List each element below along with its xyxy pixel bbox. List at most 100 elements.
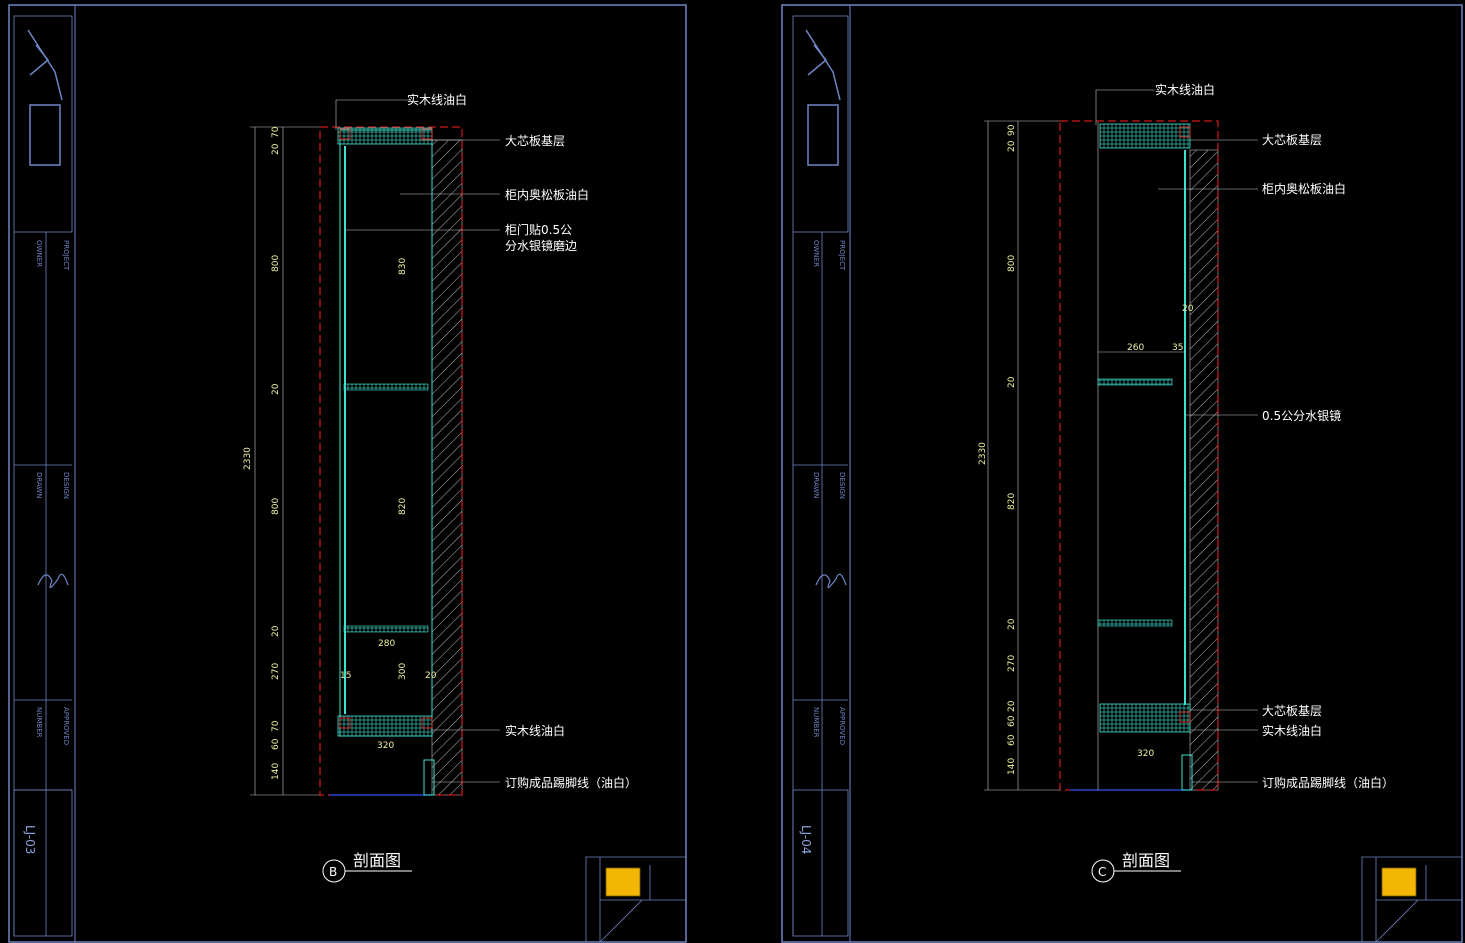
- dim-total: 2330: [243, 447, 253, 470]
- label-owner: OWNER: [35, 240, 43, 267]
- annotations-c: 实木线油白 大芯板基层 柜内奥松板油白 0.5公分水银镜 大芯板基层 实木线油白…: [1155, 82, 1394, 790]
- label-approved: APPROVED: [62, 707, 70, 745]
- dim-left: 60: [1007, 734, 1017, 746]
- label-inner-board: 柜内奥松板油白: [1262, 181, 1346, 196]
- top-trim: [337, 127, 433, 145]
- titleblock-labels: OWNER PROJECT DRAWN DESIGN NUMBER APPROV…: [23, 240, 70, 854]
- section-title-c: C 剖面图: [1091, 851, 1181, 883]
- label-solid-wood-top: 实木线油白: [407, 92, 467, 107]
- dim-left: 20: [1007, 376, 1017, 388]
- top-trim: [1099, 123, 1191, 149]
- drawing-number: LJ-03: [23, 825, 37, 854]
- section-title: 剖面图: [1122, 851, 1170, 870]
- stamp-block: [585, 856, 686, 943]
- section-drawing-b: [250, 99, 500, 796]
- label-approved: APPROVED: [838, 707, 846, 745]
- dim-left: 90: [1007, 124, 1017, 136]
- dim-inner: 20: [425, 671, 437, 681]
- section-boundary: [1059, 120, 1219, 791]
- dim-inner: 320: [377, 741, 394, 751]
- label-solid-wood-top: 实木线油白: [1155, 82, 1215, 97]
- dim-left: 270: [271, 663, 281, 680]
- dim-inner: 820: [398, 498, 408, 515]
- label-solid-wood-bottom: 实木线油白: [505, 723, 565, 738]
- dim-left: 800: [271, 255, 281, 272]
- label-number: NUMBER: [812, 707, 820, 738]
- dim-left: 70: [271, 720, 281, 732]
- sheet-frame: [8, 4, 687, 943]
- dimensions-c: 20 90 800 20 820 20 270 20 60 60 140 233…: [978, 124, 1194, 775]
- drawing-number: LJ-04: [799, 825, 813, 854]
- dim-left: 20: [1007, 618, 1017, 630]
- dim-left: 20: [271, 625, 281, 637]
- label-design: DESIGN: [62, 472, 70, 499]
- leader-lines: [335, 99, 500, 783]
- dim-left: 270: [1007, 655, 1017, 672]
- signature: [37, 573, 69, 589]
- signature: [815, 573, 847, 589]
- dim-inner: 280: [378, 639, 395, 649]
- dim-total: 2330: [978, 442, 988, 465]
- shelf-1: [343, 383, 429, 391]
- wall-hatch: [1189, 149, 1219, 791]
- dim-left: 140: [271, 763, 281, 780]
- wall-hatch: [431, 139, 463, 796]
- dim-left: 140: [1007, 758, 1017, 775]
- dim-left: 20: [1007, 140, 1017, 152]
- dimensions-b: 20 70 800 20 800 20 270 70 60 140 2330 8…: [243, 126, 437, 780]
- sheet-frame: [781, 4, 1463, 943]
- dim-inner: 830: [398, 258, 408, 275]
- skirting: [1181, 754, 1193, 791]
- label-solid-wood-bottom: 实木线油白: [1262, 723, 1322, 738]
- dim-left: 60: [1007, 715, 1017, 727]
- dim-left: 20: [271, 143, 281, 155]
- dim-left: 800: [1007, 255, 1017, 272]
- annotations-b: 实木线油白 大芯板基层 柜内奥松板油白 柜门贴0.5公 分水银镜磨边 实木线油白…: [407, 92, 637, 790]
- section-drawing-c: [984, 89, 1258, 791]
- dim-inner: 20: [1182, 304, 1194, 314]
- label-blockboard: 大芯板基层: [1262, 133, 1322, 147]
- label-design: DESIGN: [838, 472, 846, 499]
- label-project: PROJECT: [838, 240, 846, 271]
- label-skirting: 订购成品踢脚线（油白）: [505, 775, 637, 790]
- dim-left: 20: [271, 383, 281, 395]
- bottom-trim: [337, 715, 433, 737]
- dim-left: 20: [1007, 700, 1017, 712]
- dimension-lines: [250, 126, 320, 796]
- label-project: PROJECT: [62, 240, 70, 271]
- dim-inner: 320: [1137, 749, 1154, 759]
- skirting: [423, 759, 435, 796]
- label-drawn: DRAWN: [812, 472, 820, 499]
- label-door-mirror-2: 分水银镜磨边: [505, 238, 577, 253]
- section-title: 剖面图: [353, 851, 401, 870]
- dim-inner: 15: [340, 671, 351, 681]
- dim-left: 60: [271, 738, 281, 750]
- titleblock: [13, 15, 73, 937]
- dim-inner: 300: [398, 663, 408, 680]
- label-number: NUMBER: [35, 707, 43, 738]
- dim-left: 820: [1007, 493, 1017, 510]
- dim-left: 800: [271, 498, 281, 515]
- shelf-2: [343, 625, 429, 633]
- bottom-trim: [1099, 703, 1191, 733]
- company-logo: [27, 29, 63, 166]
- label-blockboard: 大芯板基层: [505, 134, 565, 148]
- shelf-2: [1097, 619, 1173, 627]
- dim-inner: 260: [1127, 343, 1144, 353]
- section-boundary: [319, 126, 463, 796]
- sheet-lj-03: OWNER PROJECT DRAWN DESIGN NUMBER APPROV…: [8, 4, 687, 943]
- section-mark-letter: C: [1098, 865, 1106, 879]
- titleblock-labels: OWNER PROJECT DRAWN DESIGN NUMBER APPROV…: [799, 240, 846, 854]
- titleblock: [792, 15, 849, 937]
- section-mark-letter: B: [329, 865, 337, 879]
- stamp-block: [1361, 856, 1462, 943]
- label-drawn: DRAWN: [35, 472, 43, 499]
- dim-inner: 35: [1172, 343, 1183, 353]
- section-title-b: B 剖面图: [322, 851, 412, 883]
- label-skirting: 订购成品踢脚线（油白）: [1262, 775, 1394, 790]
- label-blockboard-bottom: 大芯板基层: [1262, 704, 1322, 718]
- dimension-lines: [984, 120, 1186, 791]
- label-mirror: 0.5公分水银镜: [1262, 408, 1341, 423]
- shelf-1: [1097, 378, 1173, 386]
